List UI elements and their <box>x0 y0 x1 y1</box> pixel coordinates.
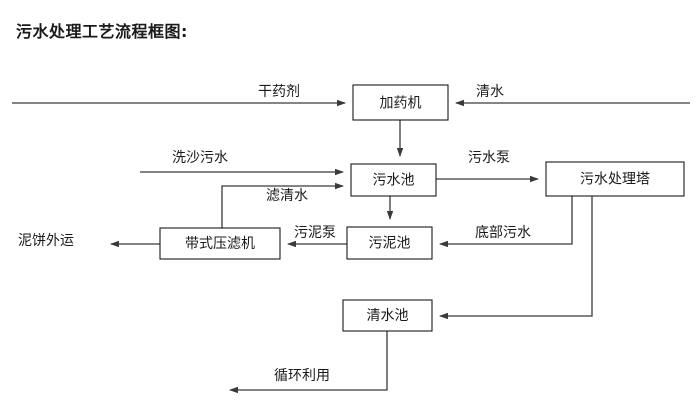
node-label: 污水处理塔 <box>580 172 650 188</box>
node-clean-water-pool[interactable]: 清水池 <box>342 299 433 332</box>
node-label: 加药机 <box>380 96 422 112</box>
node-sludge-pool[interactable]: 污泥池 <box>346 226 433 260</box>
edge-label-sludge-pump: 污泥泵 <box>294 225 336 241</box>
terminal-label-clean-water: 清水 <box>476 84 504 100</box>
edge-label-bottom-wastewater: 底部污水 <box>475 225 531 241</box>
node-dosing-machine[interactable]: 加药机 <box>352 84 449 121</box>
node-box <box>159 227 281 260</box>
edge-filtered-clear-water-to-wastewater-pool <box>221 182 344 228</box>
edge-label-recycle-reuse: 循环利用 <box>274 368 330 384</box>
edge-treatment-tower-to-clean-water-pool <box>439 196 593 320</box>
node-label: 污水池 <box>373 173 415 189</box>
terminal-label-sand-wash-water: 洗沙污水 <box>172 150 228 166</box>
edge-clean-water-pool-to-recycle <box>229 331 388 394</box>
node-label: 污泥池 <box>369 236 411 252</box>
node-label: 带式压滤机 <box>185 236 255 252</box>
node-box <box>342 299 433 332</box>
node-box <box>352 84 449 121</box>
edge-bottom-wastewater-to-sludge-pool <box>439 196 573 248</box>
terminal-label-mud-cake-out: 泥饼外运 <box>18 233 74 249</box>
node-wastewater-pool[interactable]: 污水池 <box>350 163 437 197</box>
node-box <box>350 163 437 197</box>
node-box <box>545 161 685 197</box>
node-box <box>346 226 433 260</box>
page-title: 污水处理工艺流程框图: <box>16 22 188 41</box>
edge-label-filtered-clear-water: 滤清水 <box>266 188 308 204</box>
node-treatment-tower[interactable]: 污水处理塔 <box>545 161 685 197</box>
terminal-label-dry-chemical: 干药剂 <box>258 84 300 100</box>
node-label: 清水池 <box>367 308 409 324</box>
node-belt-filter-press[interactable]: 带式压滤机 <box>159 227 281 260</box>
edge-label-wastewater-pump: 污水泵 <box>468 150 510 166</box>
